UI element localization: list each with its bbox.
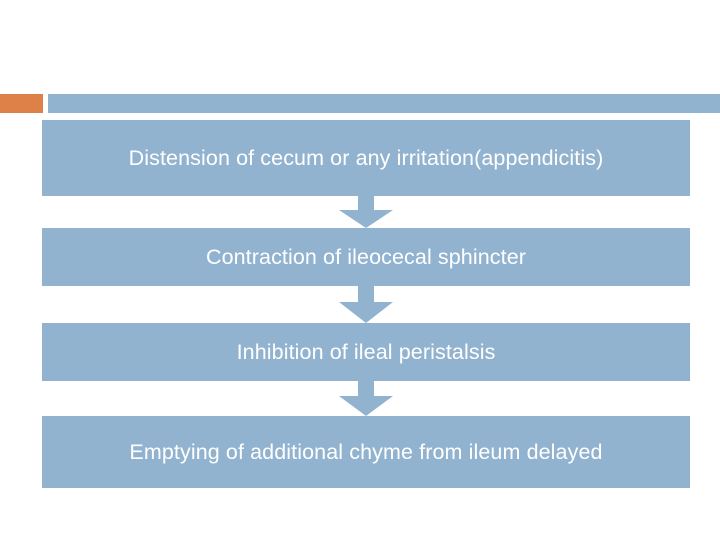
flow-step-4-label: Emptying of additional chyme from ileum …	[129, 439, 603, 464]
header-accent-block	[0, 94, 43, 113]
flow-step-2[interactable]: Contraction of ileocecal sphincter	[42, 228, 690, 286]
flow-step-1-label: Distension of cecum or any irritation(ap…	[128, 145, 604, 170]
flow-step-1[interactable]: Distension of cecum or any irritation(ap…	[42, 120, 690, 196]
flow-step-3-label: Inhibition of ileal peristalsis	[236, 339, 496, 364]
connector-1	[42, 196, 690, 228]
connector-2	[42, 286, 690, 323]
flowchart: Distension of cecum or any irritation(ap…	[42, 120, 690, 488]
arrow-down-icon	[339, 286, 393, 323]
flow-step-2-label: Contraction of ileocecal sphincter	[205, 244, 527, 269]
flow-step-3[interactable]: Inhibition of ileal peristalsis	[42, 323, 690, 381]
connector-3	[42, 381, 690, 416]
header-rule-bar	[48, 94, 720, 113]
flow-step-4[interactable]: Emptying of additional chyme from ileum …	[42, 416, 690, 488]
arrow-down-icon	[339, 196, 393, 228]
header-band	[0, 94, 720, 113]
arrow-down-icon	[339, 381, 393, 416]
